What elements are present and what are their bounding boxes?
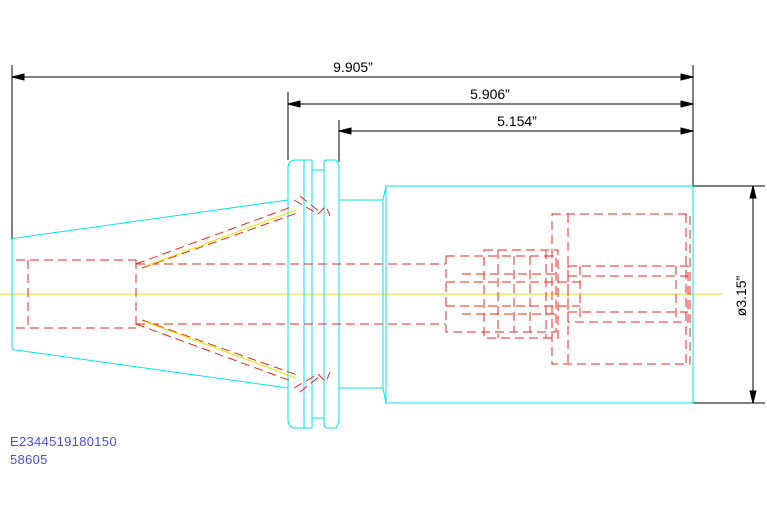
part-number: 58605 (10, 452, 48, 467)
dimension-gauge-text: 5.154” (497, 113, 537, 129)
dimension-flange (287, 92, 694, 160)
dimension-gauge (338, 120, 694, 162)
hidden-features (16, 195, 691, 393)
part-code: E2344519180150 (10, 434, 117, 449)
tool-outline (11, 159, 694, 429)
cone-centerlines (145, 209, 297, 379)
dimension-overall (11, 65, 694, 240)
dimension-diameter-text: ø3.15” (733, 275, 749, 316)
dimension-diameter (693, 185, 765, 404)
dimension-overall-text: 9.905” (333, 59, 373, 75)
dimension-flange-text: 5.906” (470, 86, 510, 102)
